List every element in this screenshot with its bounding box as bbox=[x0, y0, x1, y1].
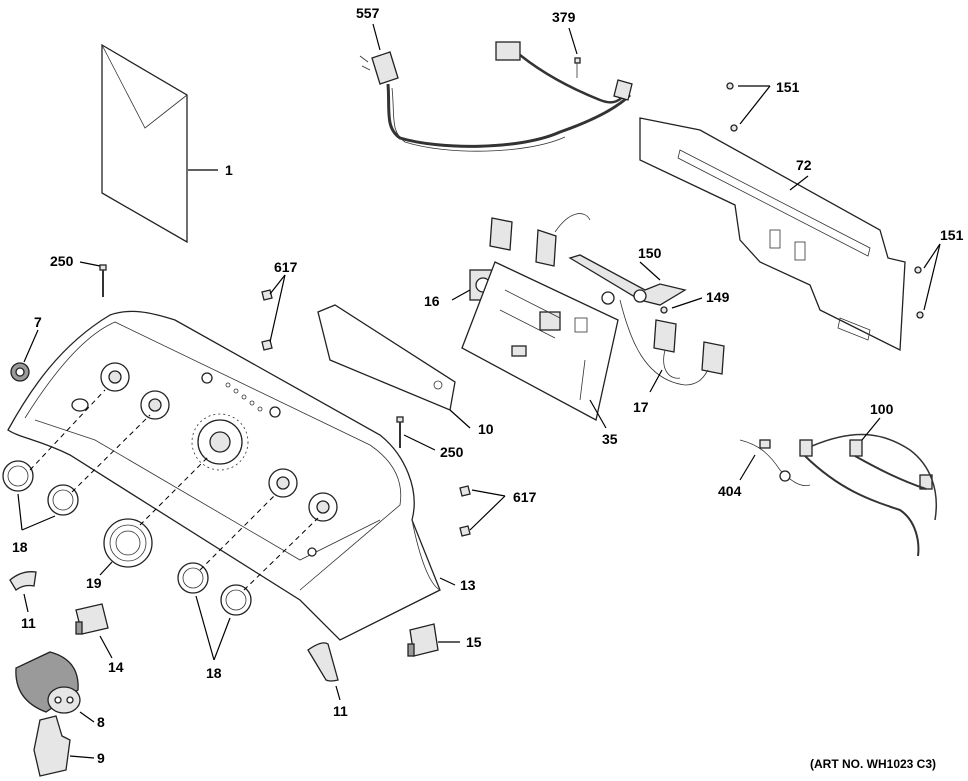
part-18-knobs-lower bbox=[177, 562, 252, 661]
callout-9: 9 bbox=[97, 750, 105, 766]
callout-617-upper: 617 bbox=[274, 259, 298, 275]
part-250-screw-right bbox=[396, 416, 436, 451]
callout-18-lower: 18 bbox=[206, 665, 222, 681]
part-404-wire bbox=[739, 439, 811, 487]
callout-151-right: 151 bbox=[940, 227, 964, 243]
part-8-capacitor bbox=[15, 651, 95, 723]
part-557-power-cord bbox=[359, 23, 632, 152]
part-11-trim-left bbox=[9, 571, 37, 613]
callout-11-left: 11 bbox=[21, 615, 36, 631]
callout-250-right: 250 bbox=[440, 444, 464, 460]
part-617-clips-upper bbox=[261, 274, 286, 351]
assembly-dashed-lines bbox=[29, 389, 319, 591]
callout-8: 8 bbox=[97, 714, 105, 730]
callout-557: 557 bbox=[356, 5, 380, 21]
callout-100: 100 bbox=[870, 401, 894, 417]
part-149-screw bbox=[660, 297, 703, 314]
part-11-trim-right bbox=[307, 642, 341, 701]
callout-labels: 1 250 7 617 18 19 11 14 8 9 18 11 15 13 … bbox=[12, 5, 964, 771]
callout-13: 13 bbox=[460, 577, 476, 593]
part-13-control-panel bbox=[7, 310, 456, 641]
callout-151-top: 151 bbox=[776, 79, 800, 95]
part-35-control-board bbox=[461, 213, 619, 429]
callout-72: 72 bbox=[796, 157, 812, 173]
callout-1: 1 bbox=[225, 162, 233, 178]
art-number: (ART NO. WH1023 C3) bbox=[810, 757, 936, 771]
callout-250-left: 250 bbox=[50, 253, 74, 269]
part-10-overlay bbox=[317, 304, 471, 429]
callout-16: 16 bbox=[424, 293, 440, 309]
callout-14: 14 bbox=[108, 659, 124, 675]
callout-19: 19 bbox=[86, 575, 102, 591]
callout-404: 404 bbox=[718, 483, 742, 499]
callout-7: 7 bbox=[34, 314, 42, 330]
callout-150: 150 bbox=[638, 245, 662, 261]
callout-17: 17 bbox=[633, 399, 649, 415]
part-7-badge bbox=[10, 329, 39, 382]
part-9-bracket bbox=[33, 715, 95, 777]
callout-379: 379 bbox=[552, 9, 576, 25]
part-150-rod bbox=[568, 254, 687, 306]
callout-149: 149 bbox=[706, 289, 730, 305]
part-72-bracket bbox=[639, 117, 906, 352]
part-100-harness bbox=[799, 417, 937, 557]
part-17-switches bbox=[619, 299, 725, 393]
callout-15: 15 bbox=[466, 634, 482, 650]
callout-18-left: 18 bbox=[12, 539, 28, 555]
callout-11-right: 11 bbox=[333, 703, 348, 719]
callout-10: 10 bbox=[478, 421, 494, 437]
part-151-screws-top bbox=[726, 82, 771, 132]
part-151-screws-right bbox=[914, 243, 941, 319]
part-250-screw-left bbox=[79, 261, 107, 297]
part-15-clip bbox=[407, 623, 460, 657]
part-617-clips-lower bbox=[459, 485, 506, 537]
part-18-knobs-left bbox=[2, 460, 79, 531]
callout-35: 35 bbox=[602, 431, 618, 447]
part-14-clip bbox=[75, 603, 113, 659]
part-1-manual-sheet bbox=[101, 43, 218, 244]
callout-617-lower: 617 bbox=[513, 489, 537, 505]
part-379-harness bbox=[495, 27, 633, 104]
part-19-large-knob bbox=[99, 518, 153, 576]
